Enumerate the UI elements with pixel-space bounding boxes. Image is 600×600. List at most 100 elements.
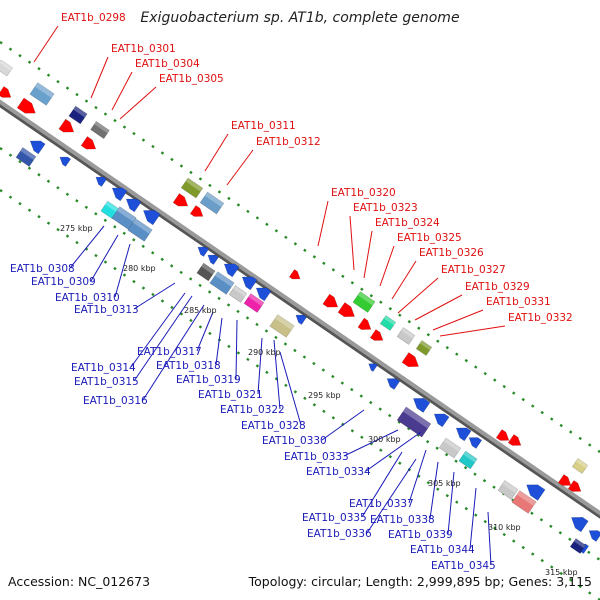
leader-EAT1b_0325 (379, 245, 395, 287)
leader-EAT1b_0301 (90, 56, 109, 99)
forward-gene-14 (557, 474, 572, 486)
reverse-gene-3 (111, 187, 128, 202)
gene-block-24 (571, 458, 589, 474)
label-EAT1b_0335: EAT1b_0335 (302, 512, 367, 524)
gene-block-0 (0, 59, 13, 77)
reverse-gene-20 (588, 530, 600, 542)
leader-EAT1b_0335 (361, 451, 403, 518)
forward-gene-4 (172, 193, 189, 207)
leader-EAT1b_0317 (196, 311, 214, 352)
label-EAT1b_0336: EAT1b_0336 (307, 528, 372, 540)
leader-EAT1b_0332 (439, 325, 506, 337)
reverse-gene-5 (143, 210, 161, 226)
gene-block-22 (497, 480, 519, 500)
kbp-tick-label: 285 kbp (184, 306, 217, 315)
label-EAT1b_0301: EAT1b_0301 (111, 43, 176, 55)
kbp-tick-label: 310 kbp (488, 523, 521, 532)
leader-EAT1b_0337 (408, 449, 427, 504)
forward-gene-15 (567, 480, 582, 492)
leader-EAT1b_0326 (391, 260, 417, 300)
gene-block-5 (180, 177, 204, 199)
gene-block-9 (127, 218, 153, 242)
label-EAT1b_0325: EAT1b_0325 (397, 232, 462, 244)
leader-EAT1b_0323 (349, 215, 355, 271)
gene-block-14 (269, 314, 295, 338)
label-EAT1b_0298: EAT1b_0298 (61, 12, 126, 24)
leader-EAT1b_0324 (363, 230, 373, 279)
reverse-gene-19 (571, 517, 589, 533)
reverse-gene-17 (468, 437, 483, 449)
gene-block-4 (15, 147, 37, 167)
label-EAT1b_0324: EAT1b_0324 (375, 217, 440, 229)
kbp-tick-label: 290 kbp (248, 348, 281, 357)
backbone-line (0, 99, 600, 516)
forward-gene-2 (58, 118, 75, 133)
map-title: Exiguobacterium sp. AT1b, complete genom… (140, 10, 460, 26)
label-EAT1b_0316: EAT1b_0316 (83, 395, 148, 407)
leader-EAT1b_0345 (487, 511, 492, 566)
forward-gene-0 (0, 86, 12, 98)
label-EAT1b_0333: EAT1b_0333 (284, 451, 349, 463)
reverse-gene-0 (29, 140, 46, 155)
label-EAT1b_0326: EAT1b_0326 (419, 247, 484, 259)
reverse-gene-6 (197, 246, 210, 257)
leader-EAT1b_0321 (257, 337, 263, 395)
gene-block-11 (209, 271, 235, 295)
label-EAT1b_0323: EAT1b_0323 (353, 202, 418, 214)
label-EAT1b_0311: EAT1b_0311 (231, 120, 296, 132)
forward-gene-9 (369, 329, 384, 341)
leader-EAT1b_0304 (111, 71, 133, 111)
leader-EAT1b_0320 (317, 200, 329, 247)
kbp-tick-label: 305 kbp (428, 479, 461, 488)
label-EAT1b_0345: EAT1b_0345 (431, 560, 496, 572)
gene-labels: EAT1b_0298EAT1b_0301EAT1b_0304EAT1b_0305… (10, 12, 573, 572)
leader-EAT1b_0344 (469, 487, 477, 550)
gene-block-16 (379, 315, 397, 331)
leader-EAT1b_0313 (133, 282, 176, 310)
kbp-tick-label: 295 kbp (308, 391, 341, 400)
kbp-tick-label: 275 kbp (60, 224, 93, 233)
forward-gene-8 (357, 317, 372, 330)
leader-EAT1b_0316 (142, 304, 205, 401)
leader-EAT1b_0333 (343, 429, 399, 457)
gene-block-19 (396, 406, 432, 438)
label-EAT1b_0313: EAT1b_0313 (74, 304, 139, 316)
forward-gene-7 (337, 302, 355, 317)
leader-EAT1b_0327 (397, 277, 439, 314)
label-EAT1b_0337: EAT1b_0337 (349, 498, 414, 510)
label-EAT1b_0312: EAT1b_0312 (256, 136, 321, 148)
gene-block-17 (396, 327, 416, 345)
forward-gene-10 (401, 352, 419, 367)
leader-EAT1b_0308 (69, 225, 105, 269)
label-EAT1b_0321: EAT1b_0321 (198, 389, 263, 401)
label-EAT1b_0317: EAT1b_0317 (137, 346, 202, 358)
label-EAT1b_0330: EAT1b_0330 (262, 435, 327, 447)
leader-EAT1b_0338 (429, 461, 439, 520)
leader-EAT1b_0322 (273, 339, 281, 410)
reverse-gene-13 (386, 378, 401, 390)
leader-EAT1b_0310 (114, 243, 131, 298)
forward-gene-13 (507, 434, 522, 446)
leader-EAT1b_0336 (366, 458, 417, 534)
leader-EAT1b_0298 (33, 25, 59, 63)
gene-features (0, 59, 600, 554)
label-EAT1b_0305: EAT1b_0305 (159, 73, 224, 85)
forward-gene-12 (495, 429, 510, 441)
label-EAT1b_0344: EAT1b_0344 (410, 544, 475, 556)
label-EAT1b_0304: EAT1b_0304 (135, 58, 200, 70)
label-EAT1b_0322: EAT1b_0322 (220, 404, 285, 416)
label-EAT1b_0309: EAT1b_0309 (31, 276, 96, 288)
forward-gene-6 (322, 293, 339, 308)
leader-EAT1b_0331 (432, 309, 484, 331)
forward-gene-5 (189, 205, 204, 217)
gene-block-20 (438, 437, 462, 459)
label-EAT1b_0328: EAT1b_0328 (241, 420, 306, 432)
leader-EAT1b_0314 (130, 292, 186, 368)
reverse-gene-18 (526, 484, 546, 501)
reverse-gene-12 (368, 363, 378, 372)
label-leader-lines (33, 25, 506, 566)
label-EAT1b_0310: EAT1b_0310 (55, 292, 120, 304)
